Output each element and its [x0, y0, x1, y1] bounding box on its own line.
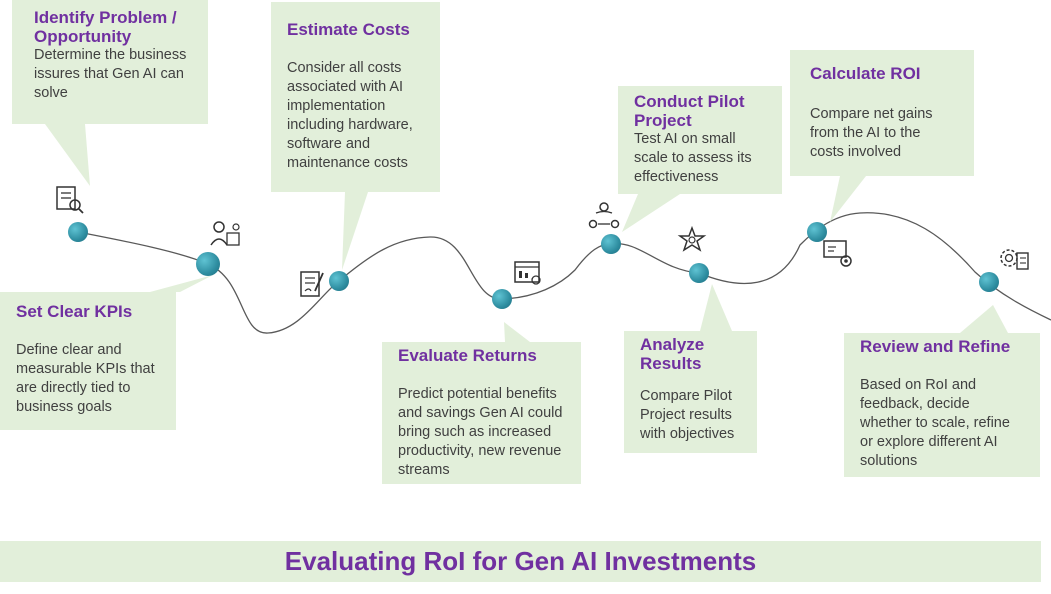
step-identify-problem: Identify Problem / Opportunity Determine… [12, 0, 208, 124]
milestone-dot [689, 263, 709, 283]
milestone-dot [601, 234, 621, 254]
callout-pointer-returns [504, 322, 530, 342]
step-body: Predict potential benefits and savings G… [398, 386, 563, 478]
dashboard-settings-icon [823, 240, 852, 267]
step-body: Define clear and measurable KPIs that ar… [16, 342, 155, 415]
step-review-refine: Review and Refine Based on RoI and feedb… [844, 333, 1040, 477]
step-title: Review and Refine [860, 337, 1011, 356]
callout-pointer-pilot [622, 194, 680, 232]
step-estimate-costs: Estimate Costs Consider all costs associ… [271, 2, 440, 192]
step-evaluate-returns: Evaluate Returns Predict potential benef… [382, 342, 581, 484]
step-body: Determine the business issures that Gen … [34, 47, 187, 101]
footer-title: Evaluating RoI for Gen AI Investments [284, 546, 757, 576]
callout-pointer-review [960, 305, 1008, 333]
milestone-dot [807, 222, 827, 242]
gear-checklist-icon [1000, 249, 1029, 270]
team-network-icon [588, 202, 620, 229]
step-body: Based on RoI and feedback, decide whethe… [860, 377, 1010, 469]
step-set-kpis: Set Clear KPIs Define clear and measurab… [0, 292, 176, 430]
milestone-dot [68, 222, 88, 242]
callout-pointer-kpis [150, 275, 213, 292]
step-analyze-results: Analyze Results Compare Pilot Project re… [624, 331, 757, 453]
callout-pointer-roi [830, 176, 866, 222]
step-title: Analyze Results [640, 335, 705, 373]
step-body: Test AI on small scale to assess its eff… [634, 131, 752, 185]
milestone-dot [492, 289, 512, 309]
milestone-dot [979, 272, 999, 292]
callout-pointer-analyze [700, 284, 732, 331]
milestone-dot [329, 271, 349, 291]
checklist-search-icon [56, 186, 84, 214]
callout-pointer-costs [342, 192, 368, 270]
step-body: Compare net gains from the AI to the cos… [810, 106, 933, 160]
browser-analytics-icon [514, 261, 541, 285]
footer-banner: Evaluating RoI for Gen AI Investments [0, 541, 1041, 582]
step-title: Estimate Costs [287, 20, 410, 39]
step-title: Evaluate Returns [398, 346, 537, 365]
step-body: Consider all costs associated with AI im… [287, 60, 413, 171]
step-title: Conduct Pilot Project [634, 92, 745, 130]
step-body: Compare Pilot Project results with objec… [640, 388, 735, 442]
step-pilot-project: Conduct Pilot Project Test AI on small s… [618, 86, 782, 194]
step-title: Set Clear KPIs [16, 302, 133, 321]
person-presentation-icon [210, 221, 240, 246]
star-badge-icon [677, 225, 707, 252]
milestone-dot [196, 252, 220, 276]
callout-pointer-identify [45, 124, 90, 186]
roadmap-path [77, 212, 1051, 334]
step-title: Identify Problem / Opportunity [34, 8, 177, 46]
contract-sign-icon [300, 271, 324, 297]
step-calculate-roi: Calculate ROI Compare net gains from the… [790, 50, 974, 176]
step-title: Calculate ROI [810, 64, 921, 83]
